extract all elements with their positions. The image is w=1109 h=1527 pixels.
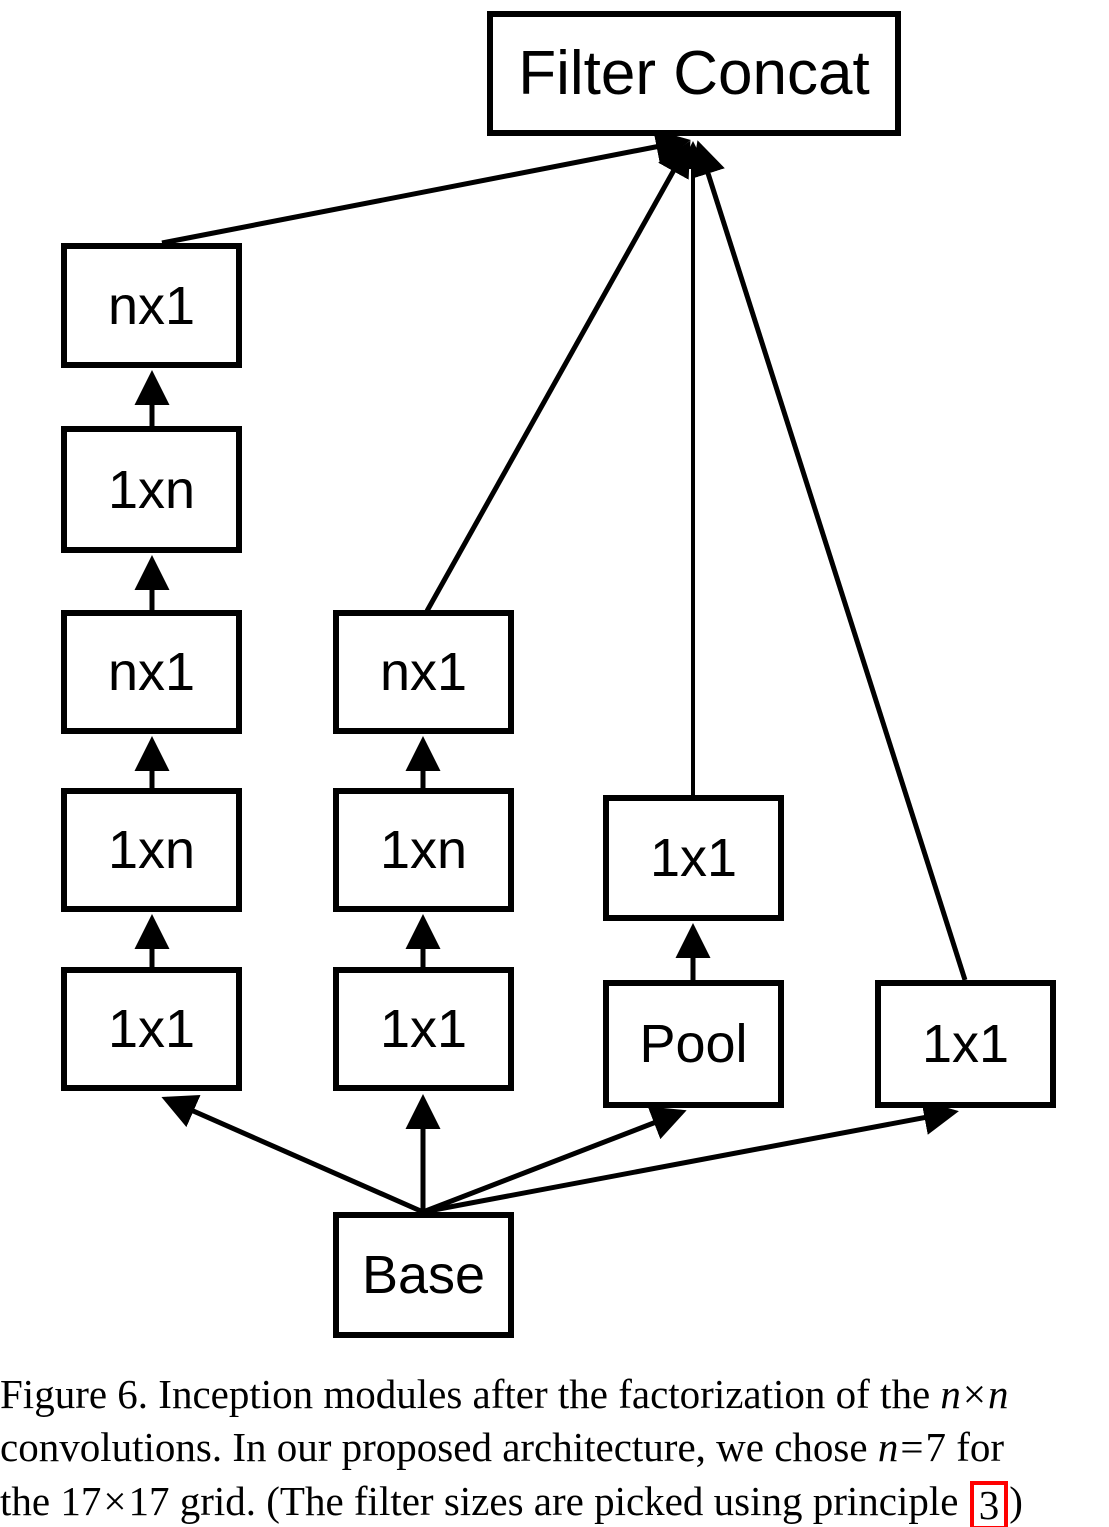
- node-label-col1-1xn-lower: 1xn: [107, 820, 196, 880]
- caption-line1-text: Figure 6. Inception modules after the fa…: [0, 1371, 941, 1417]
- inception-module-diagram: Filter Concat nx1 1xn nx1 1xn 1x1 nx1 1x…: [61, 11, 1056, 1338]
- node-label-col2-1xn: 1xn: [379, 820, 468, 880]
- caption-grid-v1: 17: [60, 1477, 102, 1524]
- caption-n-value: 7: [925, 1424, 946, 1471]
- caption-equals: =: [900, 1424, 924, 1471]
- diagram-edges: [134, 129, 968, 1215]
- caption-line3-close: ): [1009, 1477, 1023, 1524]
- caption-grid-v2: 17: [128, 1477, 170, 1524]
- node-col1-1x1[interactable]: 1x1: [61, 967, 242, 1091]
- node-col2-1x1[interactable]: 1x1: [333, 967, 514, 1091]
- caption-n-var-3: n: [877, 1424, 899, 1471]
- node-filter-concat[interactable]: Filter Concat: [487, 11, 901, 136]
- edge-col1-nx1-top-to-concat: [161, 129, 691, 246]
- node-col1-nx1-top[interactable]: nx1: [61, 243, 242, 368]
- edge-base-to-col4-1x1: [422, 1100, 959, 1215]
- caption-line-1: Figure 6. Inception modules after the fa…: [0, 1368, 1109, 1421]
- node-label-col3-1x1: 1x1: [649, 828, 738, 888]
- caption-line3-lead: the: [0, 1477, 61, 1524]
- figure-caption: Figure 6. Inception modules after the fa…: [0, 1368, 1109, 1527]
- caption-line2-text: convolutions. In our proposed architectu…: [0, 1424, 878, 1471]
- node-label-filter-concat: Filter Concat: [518, 38, 870, 108]
- caption-times-1: ×: [962, 1371, 987, 1417]
- node-base[interactable]: Base: [333, 1212, 514, 1338]
- edge-col4-1x1-to-concat: [691, 140, 968, 981]
- node-col1-1xn-upper[interactable]: 1xn: [61, 426, 242, 553]
- node-label-pool: Pool: [639, 1014, 748, 1074]
- edge-base-to-col1-1x1: [161, 1095, 425, 1215]
- node-col3-1x1[interactable]: 1x1: [603, 795, 784, 921]
- citation-link-3[interactable]: 3: [969, 1480, 1009, 1527]
- node-pool[interactable]: Pool: [603, 980, 784, 1108]
- caption-line3-text: grid. (The filter sizes are picked using…: [169, 1477, 969, 1524]
- caption-n-var-1: n: [940, 1371, 961, 1417]
- node-col1-nx1-lower[interactable]: nx1: [61, 610, 242, 734]
- node-col4-1x1[interactable]: 1x1: [875, 980, 1056, 1108]
- node-col2-nx1[interactable]: nx1: [333, 610, 514, 734]
- node-label-col1-1xn-upper: 1xn: [107, 459, 196, 520]
- caption-line2-tail: for: [956, 1424, 1005, 1471]
- caption-line-2: convolutions. In our proposed architectu…: [0, 1421, 1109, 1474]
- node-label-col1-1x1: 1x1: [107, 999, 196, 1059]
- edge-col2-nx1-to-concat: [424, 140, 691, 613]
- node-label-col2-nx1: nx1: [379, 642, 468, 702]
- caption-times-2: ×: [103, 1477, 127, 1524]
- edge-base-to-pool: [422, 1106, 687, 1215]
- node-label-col1-nx1-lower: nx1: [107, 642, 196, 702]
- node-label-col2-1x1: 1x1: [379, 999, 468, 1059]
- caption-n-var-2: n: [988, 1371, 1009, 1417]
- node-label-col1-nx1-top: nx1: [107, 275, 196, 336]
- node-label-col4-1x1: 1x1: [921, 1014, 1010, 1074]
- node-label-base: Base: [361, 1245, 486, 1305]
- node-col2-1xn[interactable]: 1xn: [333, 788, 514, 912]
- node-col1-1xn-lower[interactable]: 1xn: [61, 788, 242, 912]
- caption-line-3: the 17×17 grid. (The filter sizes are pi…: [0, 1475, 1109, 1527]
